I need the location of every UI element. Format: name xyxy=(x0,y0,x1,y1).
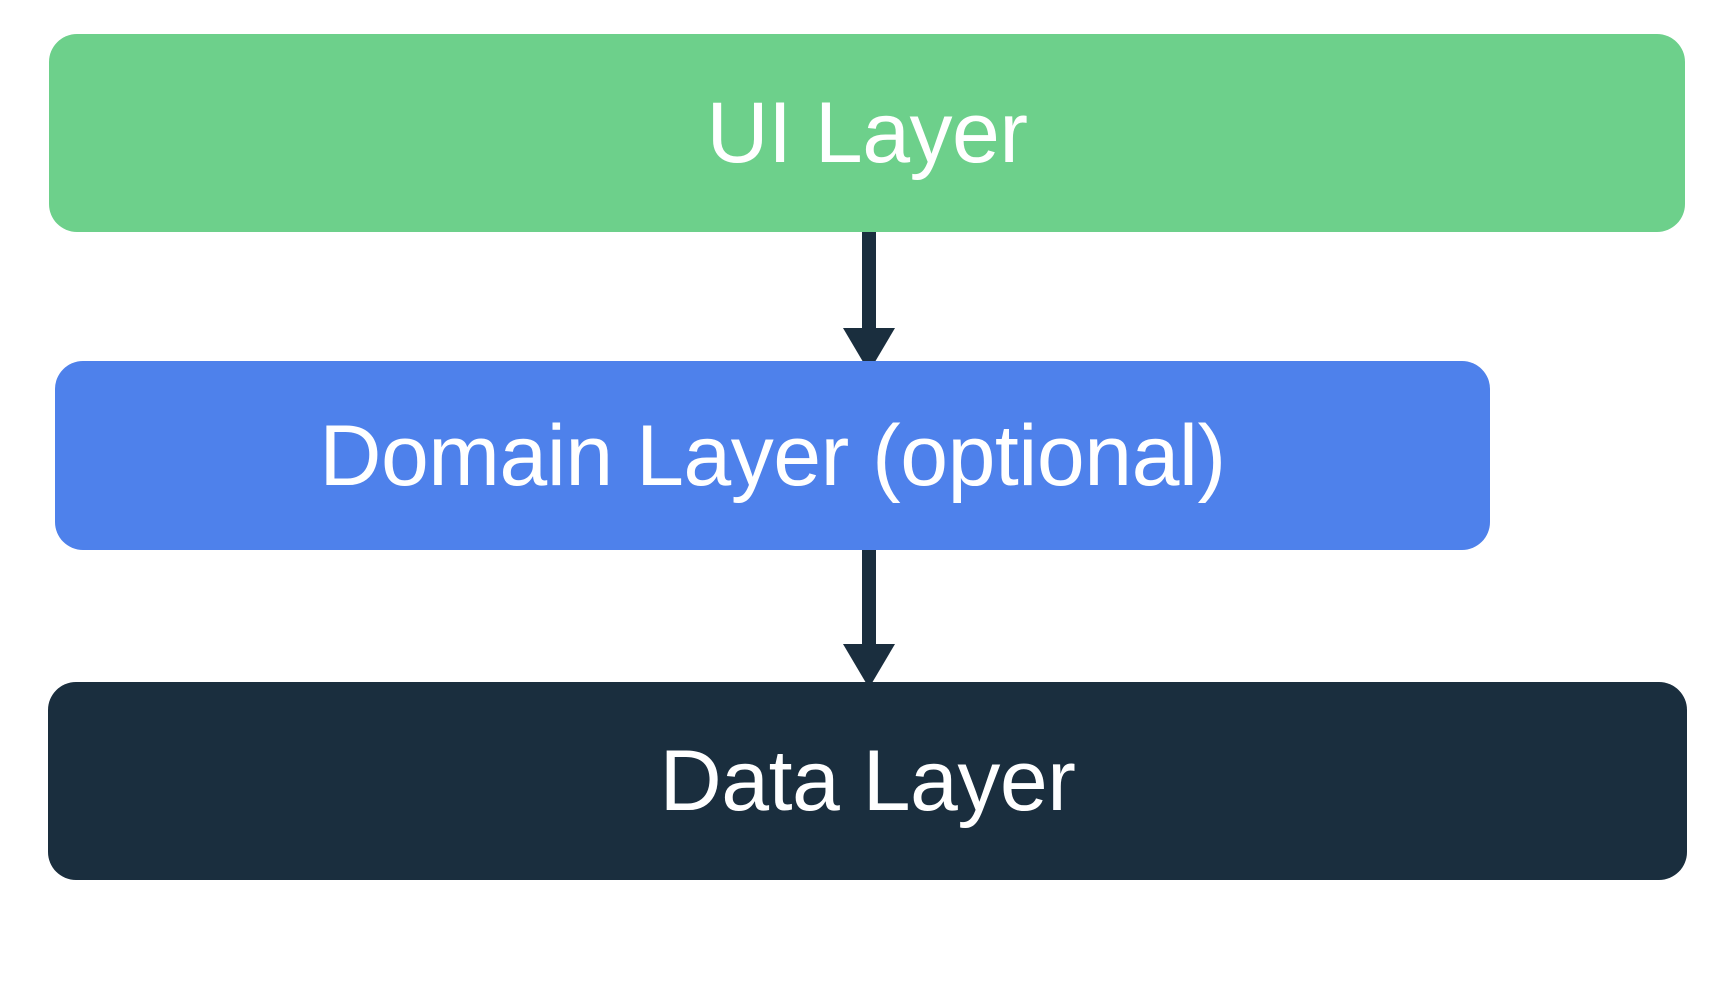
layer-label-domain: Domain Layer (optional) xyxy=(319,407,1226,504)
layer-label-ui: UI Layer xyxy=(706,85,1028,181)
layer-label-data: Data Layer xyxy=(659,733,1076,829)
layer-box-data: Data Layer xyxy=(48,682,1687,880)
layer-box-ui: UI Layer xyxy=(49,34,1685,232)
layer-box-domain: Domain Layer (optional) xyxy=(55,361,1490,550)
